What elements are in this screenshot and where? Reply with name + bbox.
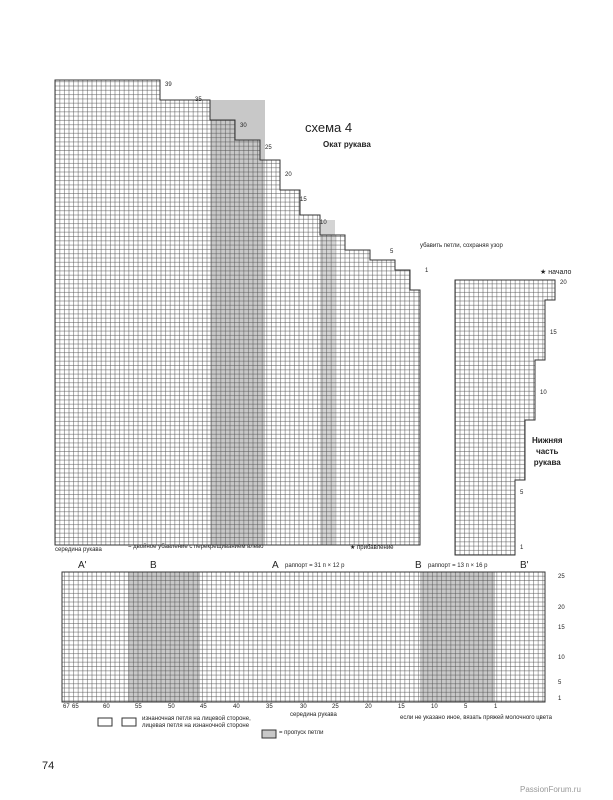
axis-tick-label: 10 — [431, 704, 438, 710]
row-number: 1 — [425, 268, 429, 274]
row-number: 20 — [558, 605, 565, 611]
row-number: 35 — [195, 97, 202, 103]
axis-tick-label: 55 — [135, 704, 142, 710]
section-a-prime: A' — [78, 560, 87, 571]
axis-tick-label: 45 — [200, 704, 207, 710]
legend-skip: = пропуск петли — [279, 730, 324, 736]
bottom-chart — [61, 571, 546, 703]
section-b-right: B — [415, 560, 422, 571]
axis-tick-label: 25 — [332, 704, 339, 710]
lower-sleeve-title: Нижняя часть рукава — [532, 435, 563, 468]
start-label: ★ начало — [540, 269, 572, 276]
row-number: 15 — [550, 330, 557, 336]
repeat-a: раппорт = 31 п × 12 р — [285, 563, 345, 569]
double-decrease-legend: = двойное убавление с перекрещиванием вл… — [128, 544, 264, 550]
row-number: 39 — [165, 82, 172, 88]
watermark: PassionForum.ru — [520, 785, 581, 794]
legend-purl-swatch-2 — [121, 717, 137, 727]
increase-text: прибавление — [357, 545, 394, 551]
axis-tick-label: 40 — [233, 704, 240, 710]
sleeve-cap-title: Окат рукава — [323, 140, 371, 149]
sleeve-middle-label: середина рукава — [55, 547, 102, 553]
axis-tick-label: 30 — [300, 704, 307, 710]
row-number: 1 — [558, 696, 562, 702]
row-number: 10 — [320, 220, 327, 226]
axis-tick-label: 1 — [494, 704, 498, 710]
axis-tick-label: 65 — [72, 704, 79, 710]
row-number: 1 — [520, 545, 524, 551]
row-number: 30 — [240, 123, 247, 129]
axis-tick-label: 35 — [266, 704, 273, 710]
section-b-prime: B' — [520, 560, 529, 571]
row-number: 20 — [285, 172, 292, 178]
page-number: 74 — [42, 760, 55, 772]
row-number: 10 — [540, 390, 547, 396]
axis-tick-label: 20 — [365, 704, 372, 710]
row-number: 15 — [558, 625, 565, 631]
lower-sleeve-chart — [454, 279, 556, 556]
decrease-note: убавить петли, сохраняя узор — [420, 243, 503, 249]
axis-tick-label: 50 — [168, 704, 175, 710]
legend-purl-1: изнаночная петля на лицевой стороне, — [142, 716, 251, 722]
axis-tick-label: 67 — [63, 704, 70, 710]
legend-purl-2: лицевая петля на изнаночной стороне — [142, 723, 250, 729]
row-number: 15 — [300, 197, 307, 203]
section-b-left: B — [150, 560, 157, 571]
legend-purl: изнаночная петля на лицевой стороне, лиц… — [142, 716, 251, 730]
section-a: A — [272, 560, 279, 571]
legend-milk: если не указано иное, вязать пряжей моло… — [400, 715, 552, 721]
axis-tick-label: 60 — [103, 704, 110, 710]
row-number: 5 — [558, 680, 562, 686]
increase-legend: ★ прибавление — [350, 545, 394, 551]
axis-tick-label: 5 — [464, 704, 468, 710]
legend-skip-swatch — [261, 729, 277, 739]
bottom-middle-label: середина рукава — [290, 712, 337, 718]
start-text: начало — [548, 269, 572, 276]
repeat-b: раппорт = 13 п × 16 р — [428, 563, 488, 569]
lower-title-3: рукава — [533, 458, 561, 467]
axis-tick-label: 15 — [398, 704, 405, 710]
row-number: 20 — [560, 280, 567, 286]
lower-title-2: часть — [536, 447, 559, 456]
row-number: 10 — [558, 655, 565, 661]
lower-title-1: Нижняя — [532, 436, 563, 445]
sleeve-cap-chart — [54, 79, 421, 546]
scheme-title: схема 4 — [305, 120, 353, 135]
row-number: 25 — [558, 574, 565, 580]
row-number: 5 — [520, 490, 524, 496]
row-number: 5 — [390, 249, 394, 255]
legend-purl-swatch — [97, 717, 113, 727]
row-number: 25 — [265, 145, 272, 151]
